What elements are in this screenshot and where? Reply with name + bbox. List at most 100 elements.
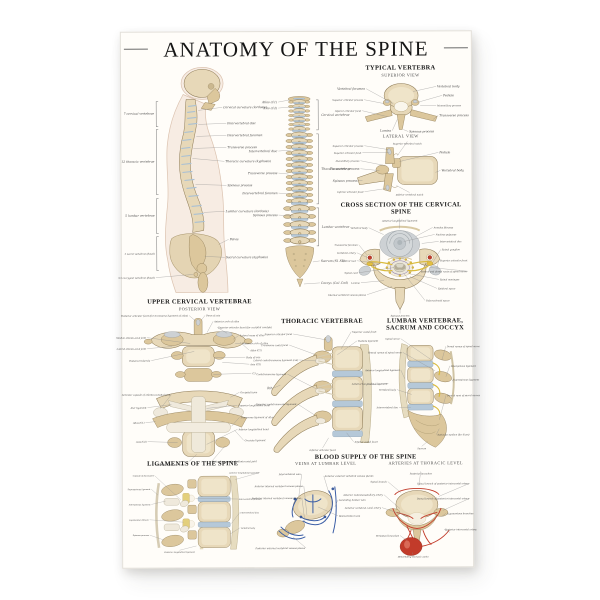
leader-line: [145, 420, 156, 423]
leader-line: [360, 280, 384, 284]
leader-line: [278, 214, 294, 217]
leader-line: [196, 135, 227, 137]
anatomy-label: Basivertebral vein: [338, 515, 361, 518]
anatomy-label: Alar ligament: [130, 406, 147, 409]
figure-brackets: [155, 101, 159, 271]
anatomy-label: Anterior external vertebral venous plexu…: [324, 475, 375, 478]
leader-line: [147, 441, 178, 443]
anatomy-label: Spinal ganglion: [442, 249, 461, 252]
anatomy-label: Cervical curvature (lordosis): [223, 105, 268, 109]
leader-line: [432, 114, 438, 120]
anatomy-label: Axis (C2): [249, 363, 261, 366]
leader-line: [409, 276, 438, 289]
anatomy-label: Transverse process: [329, 166, 359, 170]
leader-line: [231, 512, 240, 525]
leader-line: [364, 188, 386, 192]
anatomy-label: Transverse process: [227, 145, 257, 149]
leader-line: [400, 338, 434, 361]
anatomy-label: Superior articular facet: [265, 333, 293, 336]
lumbar-sacrum-diagram: Spinal nerve Ventral ramus of spinal ner…: [364, 337, 481, 450]
section-lumbar: LUMBAR VERTEBRAE, SACRUM AND COCCYX: [364, 317, 481, 451]
leader-line: [147, 337, 191, 344]
anatomy-label: Capsule of facet joint: [133, 475, 154, 478]
anatomy-label: 3-5 coccygeal vertebrae (fused): [118, 277, 155, 280]
leader-line: [185, 453, 197, 465]
anatomy-label: Superior costal facet: [352, 331, 376, 334]
section-heading: UPPER CERVICAL VERTEBRAE: [147, 298, 252, 306]
section-blood-supply: BLOOD SUPPLY OF THE SPINE VEINS AT LUMBA…: [251, 453, 478, 559]
anatomy-label: Anterior longitudinal ligament: [228, 472, 259, 475]
anatomy-label: Transverse ligament of atlas: [241, 416, 275, 419]
section-upper-cervical: UPPER CERVICAL VERTEBRAE POSTERIOR VIEW …: [115, 298, 278, 466]
anatomy-label: Lateral costotransverse ligament (cut): [252, 359, 298, 362]
leader-line: [429, 267, 468, 272]
anatomy-label: Vertebral body: [379, 388, 397, 391]
leader-line: [200, 314, 206, 321]
anatomy-label: Superior costotransverse ligament: [256, 403, 296, 406]
anatomy-label: Spinous process: [133, 535, 149, 537]
anatomy-label: Superior vertebral notch: [392, 142, 421, 145]
anatomy-label: Mammillary process: [334, 159, 360, 162]
column-brackets: [316, 99, 320, 247]
leader-line: [151, 350, 195, 361]
lumbar-spine-illustration: [398, 343, 455, 448]
leader-line: [303, 486, 308, 516]
anatomy-label: Body of axis: [245, 356, 261, 359]
anatomy-label: Dorsal branch of posterior intercostal a…: [416, 498, 470, 501]
leader-line: [411, 552, 414, 555]
anatomy-label: Transverse process: [248, 171, 278, 175]
anatomy-label: Sacrum: [417, 447, 426, 450]
anatomy-label: Posterior branches: [409, 473, 433, 476]
anatomy-label: Nucleus pulposus: [435, 234, 457, 237]
anatomy-label: Spinous process: [253, 213, 278, 217]
leader-line: [436, 428, 440, 435]
leader-line: [421, 441, 428, 447]
anatomy-label: Occipital bone: [240, 391, 257, 394]
anatomy-label: Lamina: [378, 128, 391, 132]
section-heading: CROSS SECTION OF THE CERVICAL SPINE: [340, 200, 462, 216]
anatomy-label: Superior articular process: [332, 98, 364, 101]
anatomy-label: Inferior longitudinal band: [238, 428, 270, 431]
anatomy-label: Ventral and dorsal roots of spinal nerve: [421, 271, 468, 274]
blood-supply-diagram: Intervertebral vein Anterior external ve…: [251, 471, 477, 559]
title-rule-left: [123, 48, 148, 50]
skull-illustration: [183, 69, 221, 111]
lateral-spine-figure-diagram: 7 cervical vertebrae 12 thoracic vertebr…: [118, 67, 272, 293]
leader-line: [403, 234, 435, 243]
leader-line: [206, 428, 238, 445]
anatomy-label: Median atlanto-axial joint: [115, 336, 146, 339]
anatomy-label: Spinal branch of posterior intercostal a…: [417, 483, 469, 486]
leader-line: [416, 94, 442, 103]
anatomy-label: Pelvis: [229, 237, 239, 241]
anatomy-label: Axis (C2): [262, 106, 278, 110]
anatomy-label: Intervertebral disc: [240, 512, 260, 515]
leader-line: [207, 320, 214, 332]
anatomy-label: Articular capsule of atlanto-occipital j…: [121, 393, 171, 396]
leader-line: [439, 394, 447, 420]
leader-line: [149, 520, 184, 523]
anatomy-label: Vertebral body: [437, 84, 460, 88]
leader-line: [192, 158, 225, 162]
leader-line: [418, 471, 421, 486]
anatomy-label: Intervertebral disc: [376, 406, 399, 409]
anatomy-label: Cervical vertebrae: [321, 113, 350, 117]
leader-line: [204, 256, 225, 258]
leader-line: [451, 379, 454, 383]
anatomy-label: Posterior arch of atlas: [241, 342, 269, 345]
leader-line: [217, 326, 228, 333]
cross-section-illustration: [358, 226, 441, 311]
leader-line: [434, 169, 440, 173]
anatomy-label: Pedicle: [442, 93, 454, 97]
leader-line: [441, 345, 446, 360]
leader-line: [346, 433, 354, 443]
leader-line: [206, 404, 238, 409]
leader-line: [147, 403, 172, 408]
anatomy-label: Anterior internal vertebral venous plexu…: [254, 485, 304, 488]
anatomy-label: Ventral ramus of spinal nerve: [368, 351, 402, 354]
anatomy-label: Dorsal ramus of spinal nerve: [446, 345, 481, 348]
leader-line: [436, 260, 439, 269]
anatomy-label: Spinal meninges: [440, 279, 460, 282]
leader-line: [407, 273, 439, 280]
anatomy-label: Intervertebral disc: [248, 149, 278, 153]
section-subtitle: SUPERIOR VIEW: [381, 72, 420, 78]
